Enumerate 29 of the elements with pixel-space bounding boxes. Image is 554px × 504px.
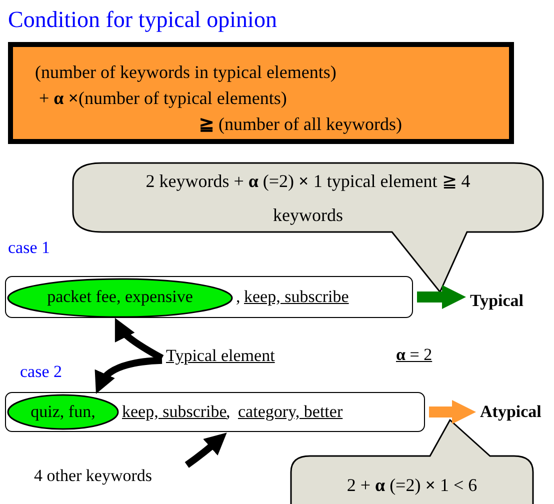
keyword-row-box <box>5 392 425 432</box>
keyword-text: category, better <box>238 402 343 422</box>
node-label: Typical <box>470 291 524 311</box>
case-label: case 2 <box>20 362 62 382</box>
ellipse-label: packet fee, expensive <box>46 287 194 307</box>
keyword-text: keep, subscribe <box>122 402 227 422</box>
node-label: 4 other keywords <box>34 466 152 486</box>
diagram-title: Condition for typical opinion <box>8 6 277 34</box>
callout-text: 2 + α (=2) × 1 < 6 <box>346 474 478 497</box>
formula-text: (number of keywords in typical elements) <box>35 61 336 83</box>
block-arrow <box>417 285 466 309</box>
curved-arrow <box>95 356 162 394</box>
callout-text: 2 keywords + α (=2) × 1 typical element ≧ 4 keywords <box>144 170 472 227</box>
node-label: Typical element <box>166 346 275 366</box>
formula-text: ≧ (number of all keywords) <box>199 113 402 135</box>
keyword-text: keep, subscribe <box>244 287 349 307</box>
formula-text: + α ×(number of typical elements) <box>39 87 287 109</box>
case-label: case 1 <box>8 238 50 258</box>
block-arrow <box>429 400 476 424</box>
curved-arrow <box>184 432 227 468</box>
keyword-row-box <box>5 276 413 318</box>
keyword-text: , <box>236 287 240 307</box>
ellipse-label: quiz, fun, <box>30 402 96 422</box>
keyword-text: , <box>226 402 230 422</box>
parameter-label: α = 2 <box>396 345 432 365</box>
formula-box <box>8 42 514 144</box>
typical-element-ellipse <box>7 394 119 430</box>
typical-element-ellipse <box>7 278 233 318</box>
node-label: Atypical <box>480 402 542 422</box>
